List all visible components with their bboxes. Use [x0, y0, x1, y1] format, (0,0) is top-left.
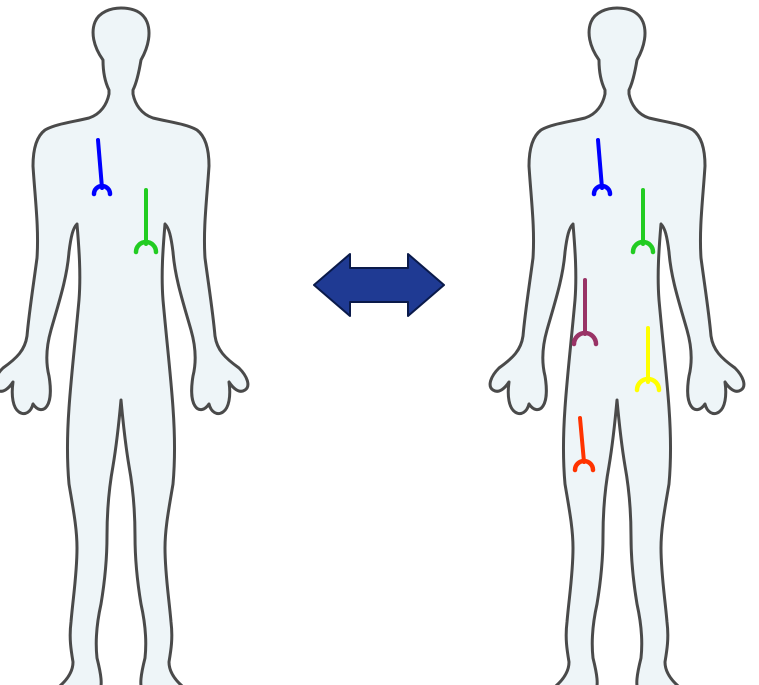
right-body-silhouette: [490, 8, 744, 685]
left-body-silhouette: [0, 8, 248, 685]
right-figure: [490, 8, 744, 685]
left-figure: [0, 8, 248, 685]
double-headed-arrow-icon: [314, 254, 444, 316]
